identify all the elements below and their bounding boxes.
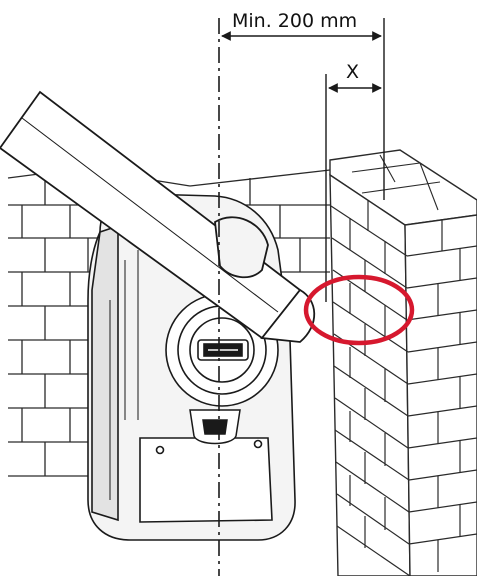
pillar-side-bricks [406, 220, 477, 572]
x-dimension-label: X [346, 61, 359, 83]
pillar-top-bricks [351, 154, 441, 211]
release-lock-icon [189, 409, 241, 445]
brick-pillar [329, 149, 477, 576]
barrier-boom-arm [0, 90, 316, 343]
min-distance-dimension: Min. 200 mm [221, 10, 382, 41]
clearance-highlight-circle [303, 274, 415, 346]
pillar-front-bricks [330, 200, 411, 576]
x-dimension: X [328, 61, 382, 93]
min-distance-label: Min. 200 mm [232, 10, 357, 32]
operator-hub [165, 293, 279, 407]
